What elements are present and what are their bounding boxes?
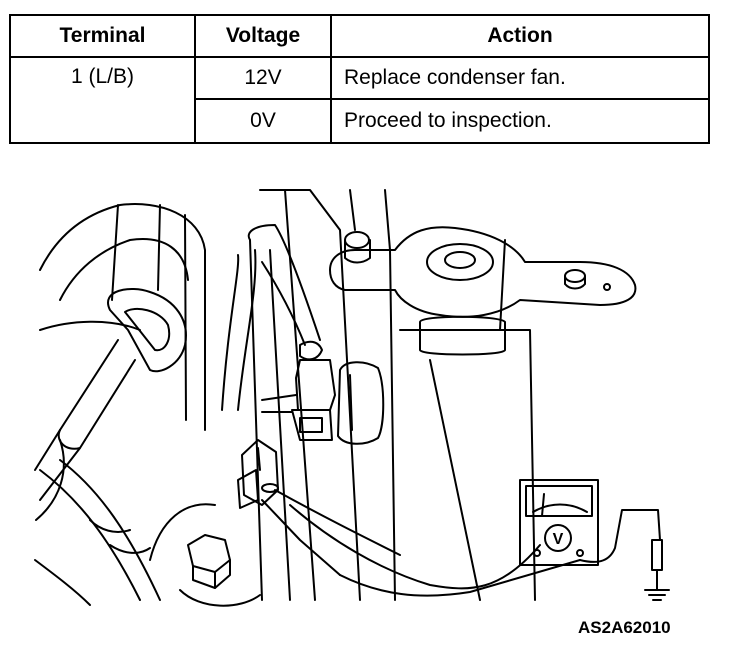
terminal-cell: 1 (L/B) [9,56,196,144]
hook-part [34,288,187,501]
action-cell: Proceed to inspection. [330,98,710,144]
action-cell: Replace condenser fan. [330,56,710,100]
table-row: 0V Proceed to inspection. [10,98,710,144]
meter-label: V [553,531,564,548]
table-row: 1 (L/B) 12V Replace condenser fan. [9,56,710,144]
mounting-bracket [329,226,637,356]
engine-block-outline [35,203,216,561]
table-header-row: Terminal Voltage Action [9,14,710,58]
voltage-spec-table: Terminal Voltage Action 1 (L/B) 12V Repl… [9,14,710,144]
voltage-cell: 0V [194,98,332,144]
hose-bundle [34,459,161,606]
header-voltage: Voltage [194,14,332,58]
figure-code: AS2A62010 [578,618,671,637]
voltmeter [519,479,599,566]
engine-bay-illustration: V [34,189,670,607]
test-leads [289,504,661,597]
voltage-cell: 12V [194,56,332,100]
ground-probe [644,539,670,601]
wire-harness [221,224,323,411]
header-terminal: Terminal [9,14,196,58]
test-connector [237,439,401,576]
hex-bolt [179,534,261,607]
header-action: Action [330,14,710,58]
fan-motor-connector [261,359,385,445]
